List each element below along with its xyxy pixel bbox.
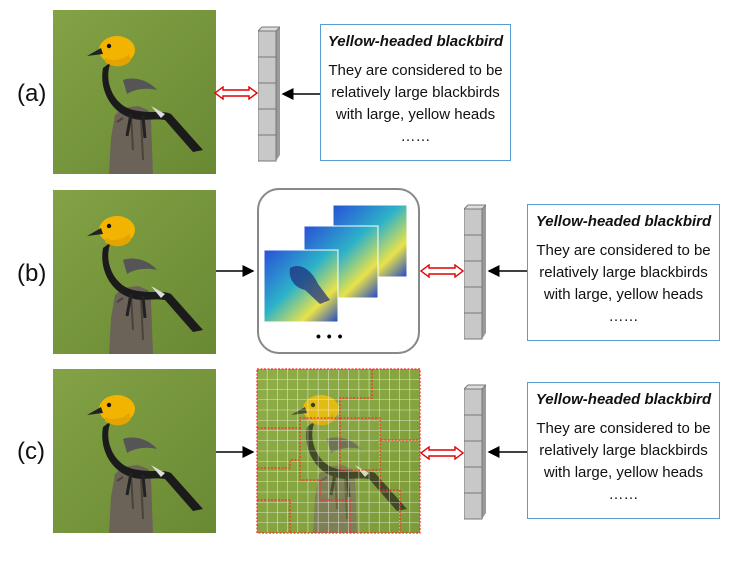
description-line: They are considered to be — [536, 242, 711, 259]
description-box-a: Yellow-headed blackbird They are conside… — [320, 24, 511, 161]
row-label-a: (a) — [17, 80, 47, 107]
description-line: relatively large blackbirds — [331, 84, 500, 101]
description-title: Yellow-headed blackbird — [535, 391, 712, 408]
description-title: Yellow-headed blackbird — [535, 213, 712, 230]
description-box-b: Yellow-headed blackbird They are conside… — [527, 204, 720, 341]
description-line: …… — [400, 128, 431, 145]
row-label-c: (c) — [17, 438, 45, 465]
description-line: They are considered to be — [536, 420, 711, 437]
description-line: with large, yellow heads — [543, 464, 704, 481]
description-line: with large, yellow heads — [543, 286, 704, 303]
description-line: with large, yellow heads — [335, 106, 496, 123]
description-box-c: Yellow-headed blackbird They are conside… — [527, 382, 720, 519]
description-title: Yellow-headed blackbird — [327, 33, 504, 50]
description-line: …… — [608, 486, 639, 503]
description-line: They are considered to be — [328, 62, 503, 79]
description-line: relatively large blackbirds — [539, 442, 708, 459]
row-label-b: (b) — [17, 260, 47, 287]
description-line: …… — [608, 308, 639, 325]
description-line: relatively large blackbirds — [539, 264, 708, 281]
ellipsis-dots: • • • — [316, 328, 344, 344]
